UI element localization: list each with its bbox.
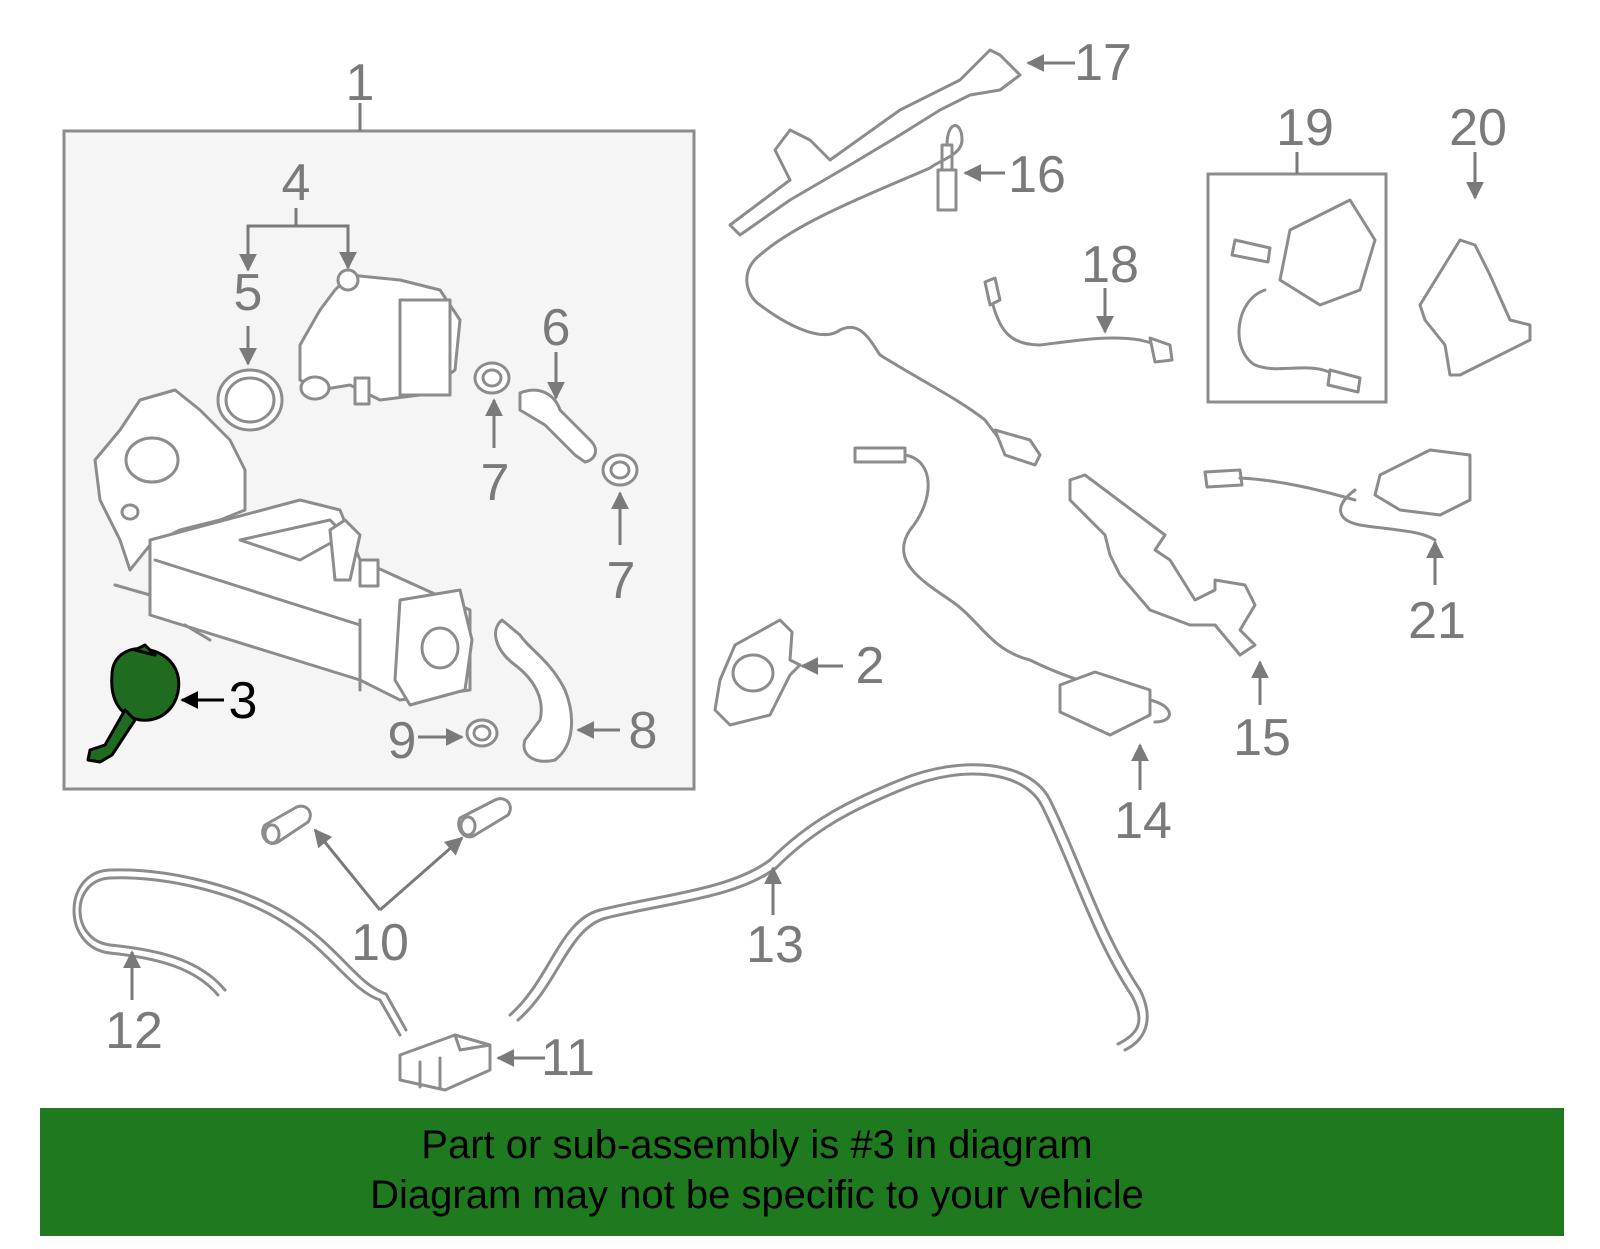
callout-13: 13 [746, 916, 804, 974]
info-banner: Part or sub-assembly is #3 in diagram Di… [40, 1108, 1564, 1236]
flange-gasket-hole [731, 653, 775, 693]
grommet-right [457, 797, 512, 839]
callout-10: 10 [351, 914, 409, 972]
callout-4: 4 [282, 154, 311, 212]
sensor-18 [983, 276, 1174, 364]
callout-9: 9 [388, 712, 417, 770]
small-hose [518, 388, 597, 464]
sensor-16 [928, 124, 964, 212]
callout-7-upper: 7 [481, 454, 510, 512]
callout-16: 16 [1008, 146, 1066, 204]
wire-harness-16 [745, 166, 1002, 442]
callout-5: 5 [234, 264, 263, 322]
callout-19: 19 [1276, 99, 1334, 157]
callout-2: 2 [856, 637, 885, 695]
callout-7-lower: 7 [607, 552, 636, 610]
gasket-ring [216, 368, 284, 432]
leader-10a [313, 828, 382, 911]
sensor-assembly-19 [1230, 198, 1377, 394]
vacuum-hose-13-inner [516, 772, 1141, 1046]
callout-1: 1 [346, 54, 375, 112]
highlighted-part-3 [86, 643, 181, 764]
sensor-14 [853, 446, 1171, 737]
connector-16 [993, 428, 1042, 467]
leader-10b [379, 836, 464, 912]
callout-3: 3 [229, 672, 258, 730]
callout-21: 21 [1408, 592, 1466, 650]
bracket-15 [1068, 473, 1257, 657]
bracket-17 [728, 48, 1022, 237]
egr-cooler [93, 388, 474, 707]
banner-line-1: Part or sub-assembly is #3 in diagram [421, 1123, 1093, 1167]
callout-15: 15 [1233, 709, 1291, 767]
hose-clamp-lower [601, 453, 639, 487]
callout-20: 20 [1449, 99, 1507, 157]
banner-line-2: Diagram may not be specific to your vehi… [370, 1173, 1144, 1217]
hose-connector-11 [398, 1033, 492, 1092]
callout-14: 14 [1114, 792, 1172, 850]
egr-valve-actuator [298, 268, 462, 406]
callout-8: 8 [629, 702, 658, 760]
callout-18: 18 [1081, 236, 1139, 294]
vacuum-hose-13 [508, 763, 1149, 1052]
callout-6: 6 [542, 299, 571, 357]
flange-gasket [713, 618, 802, 727]
clamp-9 [465, 718, 499, 748]
grommet-left [261, 804, 312, 845]
vacuum-hose-12-outer [72, 868, 408, 1032]
callout-12: 12 [105, 1002, 163, 1060]
bracket-20 [1418, 238, 1532, 377]
coolant-hose [494, 618, 574, 763]
sensor-21 [1203, 448, 1472, 542]
callout-17: 17 [1074, 34, 1132, 92]
callout-11: 11 [541, 1029, 595, 1087]
hose-clamp-upper [473, 361, 511, 395]
vacuum-hose-12 [78, 876, 402, 1037]
